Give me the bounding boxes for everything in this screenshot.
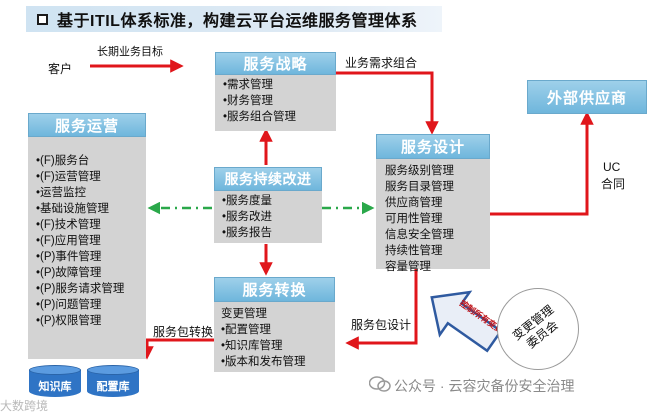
arrow-design-to-transition (345, 268, 418, 350)
operation-item: •(P)权限管理 (36, 315, 102, 327)
operation-item: •(F)运营管理 (36, 171, 101, 183)
improvement-item: •服务度量 (222, 195, 273, 207)
wechat-icon (368, 376, 391, 392)
checkbox-square-icon (37, 13, 48, 25)
operation-item: •基础设施管理 (36, 203, 110, 215)
control-arrow (430, 290, 503, 353)
package-transition-label: 服务包转换 (153, 325, 214, 339)
change-committee-label: 变更管理委员会 (509, 302, 561, 352)
improvement-item: •服务报告 (222, 227, 273, 239)
arrow-strategy-to-design (336, 71, 439, 135)
arrow-transition-to-operation (140, 338, 214, 360)
operation-item: •(F)技术管理 (36, 219, 101, 231)
business-demand-label: 业务需求组合 (345, 56, 418, 70)
operation-header: 服务运营 (28, 113, 146, 137)
transition-item: •版本和发布管理 (221, 356, 306, 368)
transition-item: •配置管理 (221, 324, 272, 336)
design-item: 供应商管理 (385, 197, 443, 209)
improvement-header: 服务持续改进 (214, 167, 322, 191)
external-supplier-box: 外部供应商 (527, 80, 647, 114)
arrow-design-to-external (490, 111, 594, 216)
strategy-box: •需求管理 •财务管理 •服务组合管理 (215, 75, 336, 131)
design-header: 服务设计 (376, 134, 490, 159)
design-item: 可用性管理 (385, 213, 443, 225)
page-title: 基于ITIL体系标准，构建云平台运维服务管理体系 (57, 13, 418, 30)
strategy-item: •财务管理 (223, 95, 274, 107)
long-term-goal-label: 长期业务目标 (97, 46, 163, 58)
design-item: 容量管理 (385, 261, 431, 273)
operation-item: •(F)服务台 (36, 155, 90, 167)
knowledge-base-cylinder-icon: 知识库 (29, 365, 81, 399)
strategy-item: •服务组合管理 (223, 111, 297, 123)
transition-box: 变更管理 •配置管理 •知识库管理 •版本和发布管理 (214, 302, 335, 372)
config-base-cylinder-icon: 配置库 (87, 365, 139, 399)
contract-label: 合同 (601, 177, 626, 191)
improvement-box: •服务度量 •服务改进 •服务报告 (214, 191, 322, 243)
design-box: 服务级别管理 服务目录管理 供应商管理 可用性管理 信息安全管理 持续性管理 容… (376, 159, 490, 273)
operation-item: •(P)问题管理 (36, 299, 102, 311)
transition-item: 变更管理 (221, 308, 267, 320)
strategy-header: 服务战略 (215, 52, 336, 75)
config-base-label: 配置库 (96, 381, 130, 393)
watermark-right: 公众号 · 云容灾备份安全治理 (394, 378, 575, 394)
transition-header: 服务转换 (214, 277, 335, 302)
uc-label: UC (603, 160, 621, 174)
strategy-item: •需求管理 (223, 79, 274, 91)
transition-item: •知识库管理 (221, 340, 283, 352)
design-item: 服务级别管理 (385, 165, 454, 177)
customer-label: 客户 (48, 62, 73, 76)
design-item: 服务目录管理 (385, 181, 454, 193)
operation-item: •(P)事件管理 (36, 251, 102, 263)
knowledge-base-label: 知识库 (38, 381, 72, 393)
operation-item: •(P)服务请求管理 (36, 283, 125, 295)
design-item: 持续性管理 (385, 245, 443, 257)
title-bar: 基于ITIL体系标准，构建云平台运维服务管理体系 (26, 6, 442, 32)
package-design-label: 服务包设计 (351, 318, 412, 332)
operation-item: •(P)故障管理 (36, 267, 102, 279)
operation-item: •(F)应用管理 (36, 235, 101, 247)
watermark-left: 大数跨境 (0, 399, 49, 413)
design-item: 信息安全管理 (385, 229, 454, 241)
operation-item: •运营监控 (36, 187, 87, 199)
change-committee-circle: 变更管理委员会 (497, 288, 579, 370)
operation-box: •(F)服务台 •(F)运营管理 •运营监控 •基础设施管理 •(F)技术管理 … (28, 137, 146, 359)
improvement-item: •服务改进 (222, 211, 273, 223)
